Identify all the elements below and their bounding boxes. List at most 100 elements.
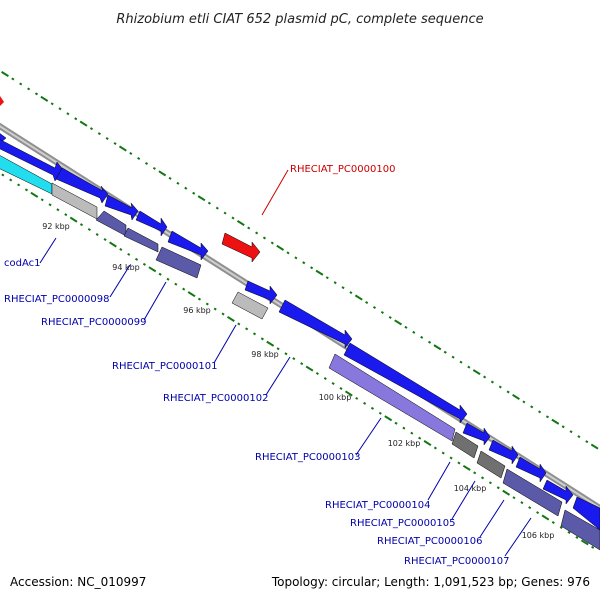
leader-line xyxy=(261,169,289,216)
ring-tick xyxy=(512,393,520,400)
ring-tick xyxy=(56,208,60,212)
ring-tick xyxy=(410,431,414,435)
ring-tick xyxy=(305,365,314,372)
gene-label[interactable]: RHECIAT_PC0000101 xyxy=(112,361,217,372)
gene-grey[interactable] xyxy=(231,291,269,320)
gene-reverse[interactable] xyxy=(502,468,563,517)
gene-reverse[interactable] xyxy=(95,210,127,237)
gene-forward[interactable] xyxy=(572,496,600,531)
gene-label[interactable]: RHECIAT_PC0000104 xyxy=(325,500,430,511)
ring-tick xyxy=(34,92,39,96)
ring-tick xyxy=(394,421,398,425)
gene-forward[interactable] xyxy=(343,342,468,424)
ring-tick xyxy=(569,430,573,434)
gene-forward[interactable] xyxy=(135,210,168,237)
ring-tick xyxy=(449,456,453,460)
ring-tick xyxy=(538,410,542,414)
ring-tick xyxy=(255,231,259,235)
ring-tick xyxy=(119,247,123,251)
ring-tick xyxy=(380,310,384,314)
ring-tick xyxy=(205,302,209,306)
gene-reverse[interactable] xyxy=(560,509,600,551)
ring-tick xyxy=(89,127,94,131)
ring-tick xyxy=(1,71,9,77)
gene-highlight-pc0000100[interactable] xyxy=(221,232,261,263)
gene-label[interactable]: RHECIAT_PC0000099 xyxy=(41,317,146,328)
ring-tick xyxy=(372,306,377,309)
ring-tick xyxy=(27,87,31,91)
ring-tick xyxy=(30,191,39,198)
gene-forward[interactable] xyxy=(244,280,278,305)
gene-reverse[interactable] xyxy=(123,227,159,253)
gene-reverse[interactable] xyxy=(155,246,202,279)
ring-tick xyxy=(40,95,49,102)
gene-label[interactable]: RHECIAT_PC0000105 xyxy=(350,518,455,529)
gene-forward[interactable] xyxy=(488,439,519,465)
ring-tick xyxy=(418,436,422,440)
ring-tick xyxy=(496,486,500,490)
ring-tick xyxy=(365,301,369,305)
ring-tick xyxy=(370,406,375,410)
gene-label[interactable]: RHECIAT_PC0000106 xyxy=(377,536,482,547)
topology-text: Topology: circular; Length: 1,091,523 bp… xyxy=(271,575,590,589)
gene-forward[interactable] xyxy=(542,479,574,505)
ring-tick xyxy=(168,176,172,180)
ring-tick xyxy=(50,102,54,106)
ring-tick xyxy=(148,266,157,273)
ring-tick xyxy=(252,332,257,336)
ring-tick xyxy=(58,107,62,111)
ring-tick xyxy=(19,82,23,86)
ring-tick xyxy=(260,337,264,341)
ring-tick xyxy=(394,319,403,326)
gene-dark-grey[interactable] xyxy=(476,450,506,479)
gene-label[interactable]: RHECIAT_PC0000107 xyxy=(404,556,509,567)
ring-tick xyxy=(420,335,424,339)
ring-tick xyxy=(498,385,502,389)
ring-tick xyxy=(129,151,133,155)
gene-forward[interactable] xyxy=(515,456,547,483)
ring-tick xyxy=(144,161,149,165)
gene-forward[interactable] xyxy=(55,167,109,204)
tick-label: 94 kbp xyxy=(112,263,140,272)
ring-tick xyxy=(473,471,477,475)
ring-tick xyxy=(363,401,367,405)
gene-labels: RHECIAT_PC0000100 codAc1 RHECIAT_PC00000… xyxy=(4,164,509,567)
ring-tick xyxy=(286,251,290,255)
ring-tick xyxy=(354,294,363,301)
ring-tick xyxy=(467,365,471,369)
ring-tick xyxy=(176,181,180,185)
gene-label[interactable]: codAc1 xyxy=(4,258,41,269)
gene-label[interactable]: RHECIAT_PC0000103 xyxy=(255,452,360,463)
ring-tick xyxy=(561,425,565,429)
leader-line xyxy=(39,237,57,264)
ring-tick xyxy=(451,355,455,359)
ring-tick xyxy=(103,238,107,242)
ring-tick xyxy=(113,142,117,146)
ring-tick xyxy=(109,241,117,248)
ring-tick xyxy=(197,195,206,202)
ring-tick xyxy=(276,244,285,251)
ring-tick xyxy=(433,344,442,351)
ring-tick xyxy=(166,277,170,281)
gene-dark-grey[interactable] xyxy=(451,431,479,459)
tick-label: 106 kbp xyxy=(522,531,555,540)
ring-tick xyxy=(323,377,327,381)
tick-label: 96 kbp xyxy=(183,306,211,315)
gene-label[interactable]: RHECIAT_PC0000098 xyxy=(4,294,109,305)
gene-label[interactable]: RHECIAT_PC0000100 xyxy=(290,164,395,175)
ring-tick xyxy=(17,183,21,187)
gene-forward[interactable] xyxy=(167,230,209,261)
kbp-ticks: 92 kbp 94 kbp 96 kbp 98 kbp 100 kbp 102 … xyxy=(42,222,554,540)
outer-dotted-ring xyxy=(1,71,599,450)
ring-tick xyxy=(412,330,416,334)
gene-forward[interactable] xyxy=(462,422,491,446)
gene-light-purple[interactable] xyxy=(328,353,456,442)
ring-tick xyxy=(310,266,314,270)
gene-forward[interactable] xyxy=(104,194,139,221)
ring-tick xyxy=(344,390,353,397)
gene-forward[interactable] xyxy=(278,299,353,349)
ring-tick xyxy=(315,269,324,276)
tick-label: 102 kbp xyxy=(388,439,421,448)
gene-label[interactable]: RHECIAT_PC0000102 xyxy=(163,393,268,404)
ring-tick xyxy=(74,117,78,121)
